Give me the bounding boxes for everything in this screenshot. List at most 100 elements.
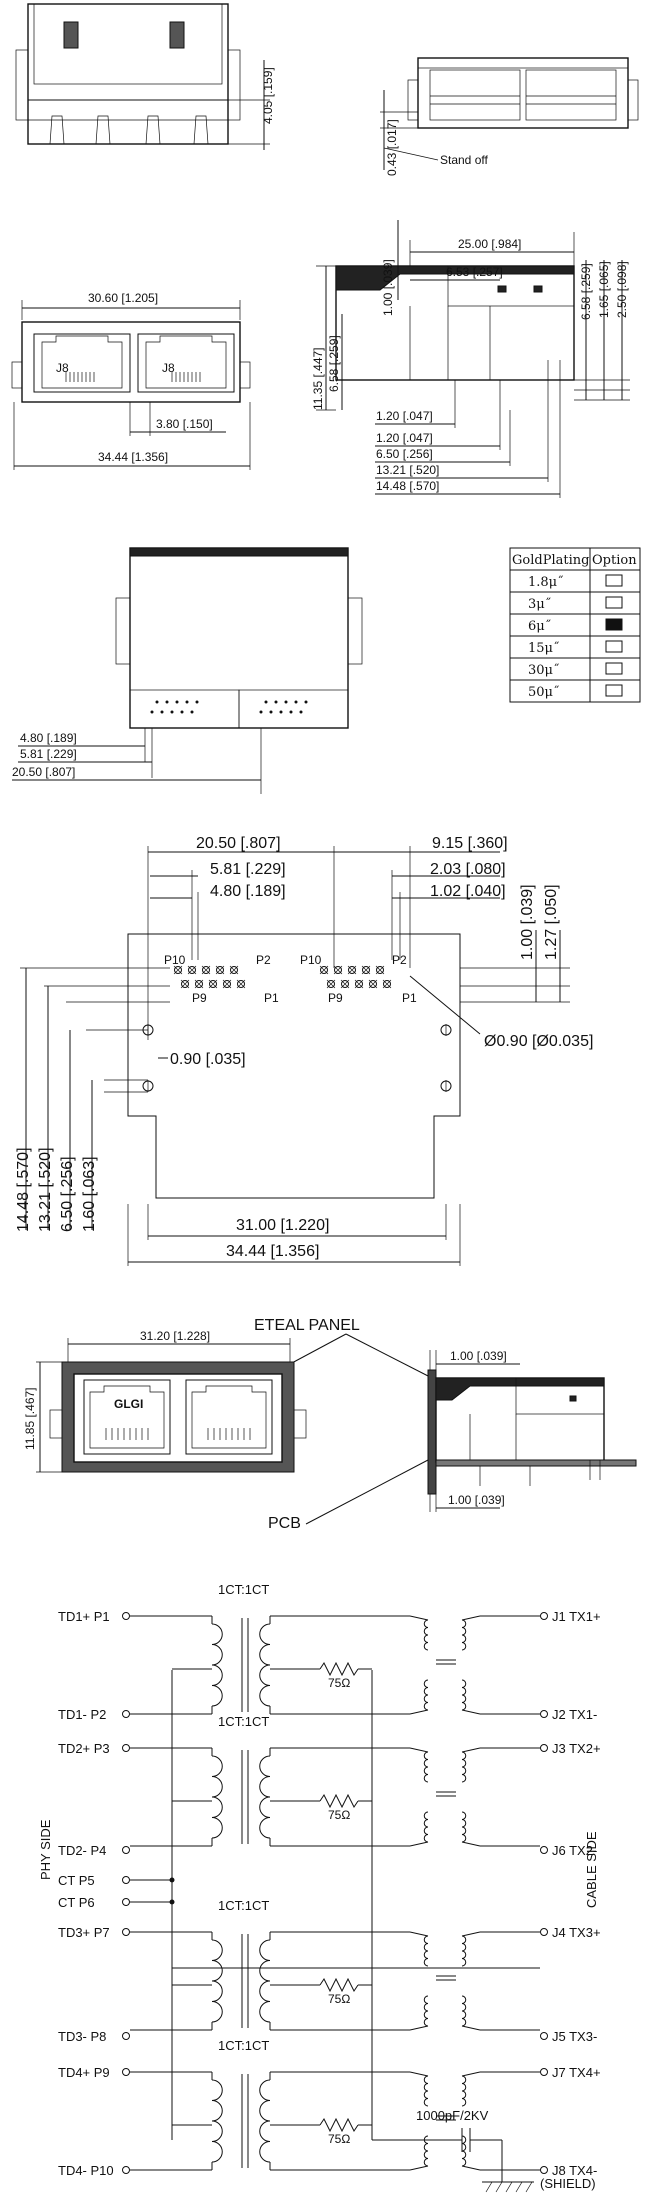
panel-width: 31.20 [1.228] <box>140 1329 210 1343</box>
wire <box>461 1615 481 1621</box>
pad-cross <box>201 965 211 975</box>
option-checkbox <box>605 596 623 609</box>
resistor <box>319 1977 359 1993</box>
pad-cross <box>333 965 343 975</box>
wire <box>409 1841 429 1847</box>
transformer-coil <box>423 1751 429 1783</box>
pin-terminal <box>122 1846 130 1854</box>
pin-terminal <box>122 1744 130 1752</box>
side-dim-2: 6.53 [.257] <box>446 265 503 279</box>
panel-logo: GLGI <box>114 1397 143 1411</box>
fp-dim-v4: 1.60 [.063] <box>81 1156 98 1232</box>
bottom-dim-3: 20.50 [.807] <box>12 765 75 779</box>
transformer-coil <box>461 1811 467 1843</box>
pin-terminal <box>540 1612 548 1620</box>
option-checkbox-checked <box>605 618 623 631</box>
wire <box>461 1709 481 1715</box>
side-dim-12: 13.21 [.520] <box>376 463 439 477</box>
transformer-coil <box>259 1623 271 1707</box>
pin-terminal <box>122 1898 130 1906</box>
wire <box>461 2025 481 2031</box>
phy-side-label: PHY SIDE <box>38 1819 53 1880</box>
phy-pin-label: TD1+ P1 <box>58 1609 110 1624</box>
view-schematic: PHY SIDE CABLE SIDE 1CT:1CT75Ω1CT:1CT75Ω… <box>38 1582 601 2193</box>
pad-cross <box>173 965 183 975</box>
pin-p9-left: P9 <box>192 991 207 1005</box>
gold-plating-table: GoldPlating Option 1.8μ˝3μ˝6μ˝15μ˝30μ˝50… <box>509 547 641 703</box>
pad-cross <box>180 979 190 989</box>
transformer-coil <box>259 2079 271 2163</box>
cable-pin-label: J4 TX3+ <box>552 1925 601 1940</box>
wire <box>461 1841 481 1847</box>
transformer-coil <box>211 1939 223 2023</box>
schematic-right-pins: J1 TX1+J2 TX1-J3 TX2+J6 TX2-J4 TX3+J5 TX… <box>540 1609 601 2178</box>
transformer-coil <box>461 1751 467 1783</box>
pad-cross <box>236 979 246 989</box>
view-top-right: 0.43 [.017] Stand off <box>380 57 639 176</box>
transformer-coil <box>461 1679 467 1711</box>
side-dim-1: 25.00 [.984] <box>458 237 521 251</box>
panel-dim-bottom: 1.00 [.039] <box>448 1493 505 1507</box>
cable-pin-label: J6 TX2- <box>552 1843 597 1858</box>
wire <box>461 2071 481 2077</box>
pin-terminal <box>122 2032 130 2040</box>
phy-pin-label: CT P6 <box>58 1895 95 1910</box>
pin-terminal <box>540 2166 548 2174</box>
option-checkbox <box>605 662 623 675</box>
fp-dim-090: 0.90 [.035] <box>170 1051 246 1068</box>
pin-terminal <box>540 2068 548 2076</box>
panel-title: ETEAL PANEL <box>254 1317 360 1334</box>
wire <box>409 2025 429 2031</box>
fp-dim-bottom-inner: 31.00 [1.220] <box>236 1217 329 1234</box>
svg-text:J8: J8 <box>56 361 69 375</box>
transformer-coil <box>423 1679 429 1711</box>
pin-terminal <box>122 1876 130 1884</box>
transformer-coil <box>211 1755 223 1839</box>
resistor-label: 75Ω <box>328 1992 350 2006</box>
cable-pin-label: J2 TX1- <box>552 1707 597 1722</box>
side-dim-9: 1.20 [.047] <box>376 409 433 423</box>
pin-p1-left: P1 <box>264 991 279 1005</box>
pad-cross <box>194 979 204 989</box>
fp-dim-480: 4.80 [.189] <box>210 883 286 900</box>
standoff-label: Stand off <box>440 153 488 167</box>
pin-terminal <box>540 1928 548 1936</box>
phy-pin-label: CT P5 <box>58 1873 95 1888</box>
phy-pin-label: TD4+ P9 <box>58 2065 110 2080</box>
pin-p2-right: P2 <box>392 953 407 967</box>
view-panel: ETEAL PANEL 31.20 [1.228] GLGI 11.85 [.4… <box>23 1317 637 1532</box>
cable-pin-label: J7 TX4+ <box>552 2065 601 2080</box>
side-dim-11: 6.50 [.256] <box>376 447 433 461</box>
phy-pin-label: TD4- P10 <box>58 2163 114 2178</box>
side-dim-4: 6.58 [.259] <box>579 263 593 320</box>
option-checkbox <box>605 640 623 653</box>
ratio-label: 1CT:1CT <box>218 1714 269 1729</box>
phy-pin-label: TD3- P8 <box>58 2029 106 2044</box>
fp-dim-203: 2.03 [.080] <box>430 861 506 878</box>
transformer-coil <box>423 1811 429 1843</box>
front-width-bottom: 34.44 [1.356] <box>98 450 168 464</box>
pad-cross <box>208 979 218 989</box>
gold-option-value: 3μ˝ <box>528 597 551 612</box>
pin-p2-left: P2 <box>256 953 271 967</box>
ratio-label: 1CT:1CT <box>218 2038 269 2053</box>
fp-dim-100: 1.00 [.039] <box>519 884 536 960</box>
pad-cross <box>187 965 197 975</box>
panel-height: 11.85 [.467] <box>23 1388 37 1451</box>
wire <box>409 1747 429 1753</box>
transformer-coil <box>259 1755 271 1839</box>
view-footprint: P10 P2 P9 P1 P10 P2 P9 P1 20.50 [.807] 9… <box>15 835 593 1266</box>
fp-dim-102: 1.02 [.040] <box>430 883 506 900</box>
pin-terminal <box>540 1710 548 1718</box>
pad-cross <box>347 965 357 975</box>
fp-dim-top-right: 9.15 [.360] <box>432 835 508 852</box>
dim-height-label: 4.05 [.159] <box>261 67 275 124</box>
transformer-coil <box>211 1623 223 1707</box>
transformer-coil <box>423 1995 429 2027</box>
pin-terminal <box>540 1744 548 1752</box>
front-pin-dim: 3.80 [.150] <box>156 417 213 431</box>
